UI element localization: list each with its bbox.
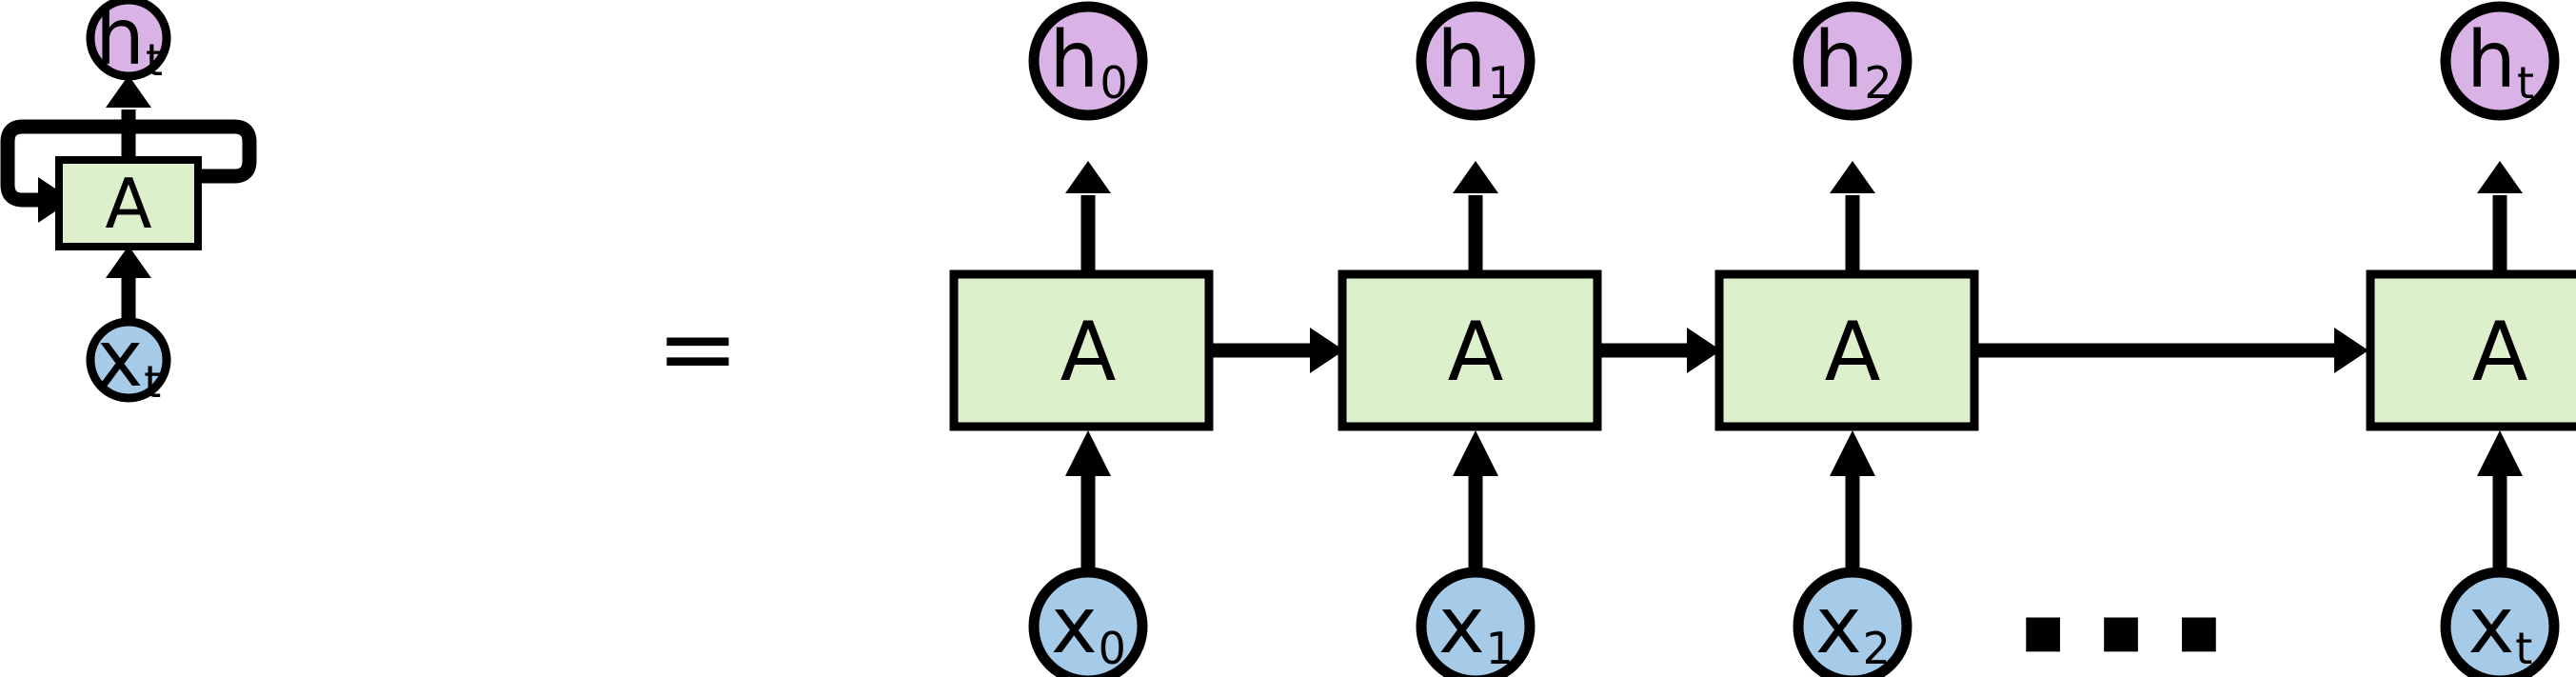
folded-output-circle [86, 0, 171, 81]
unrolled-output-circle-1 [1416, 1, 1536, 121]
unrolled-state-arrow-1 [1597, 328, 1721, 373]
unrolled-cell-box-0 [949, 269, 1214, 431]
unrolled-input-circle-0 [1028, 567, 1148, 677]
unrolled-step-3 [2366, 1, 2576, 677]
unrolled-cell-box-2 [1714, 269, 1979, 431]
unrolled-input-circle-3 [2440, 567, 2560, 677]
unrolled-state-arrow-0 [1209, 328, 1344, 373]
folded-input-arrow [106, 246, 151, 322]
unrolled-step-1 [1338, 1, 1602, 677]
unrolled-input-circle-2 [1793, 567, 1912, 677]
folded-input-circle [86, 317, 171, 403]
folded-output-arrow [106, 75, 151, 160]
unrolled-output-circle-3 [2440, 1, 2560, 121]
unrolled-input-circle-1 [1416, 567, 1536, 677]
unrolled-output-circle-0 [1028, 1, 1148, 121]
unrolled-state-arrow-2 [1974, 328, 2368, 373]
unrolled-step-0 [949, 1, 1214, 677]
folded-cell-box [55, 156, 202, 250]
unrolled-cell-box-1 [1338, 269, 1602, 431]
unrolled-output-circle-2 [1793, 1, 1912, 121]
unrolled-step-2 [1714, 1, 1979, 677]
unrolled-cell-box-3 [2366, 269, 2576, 431]
